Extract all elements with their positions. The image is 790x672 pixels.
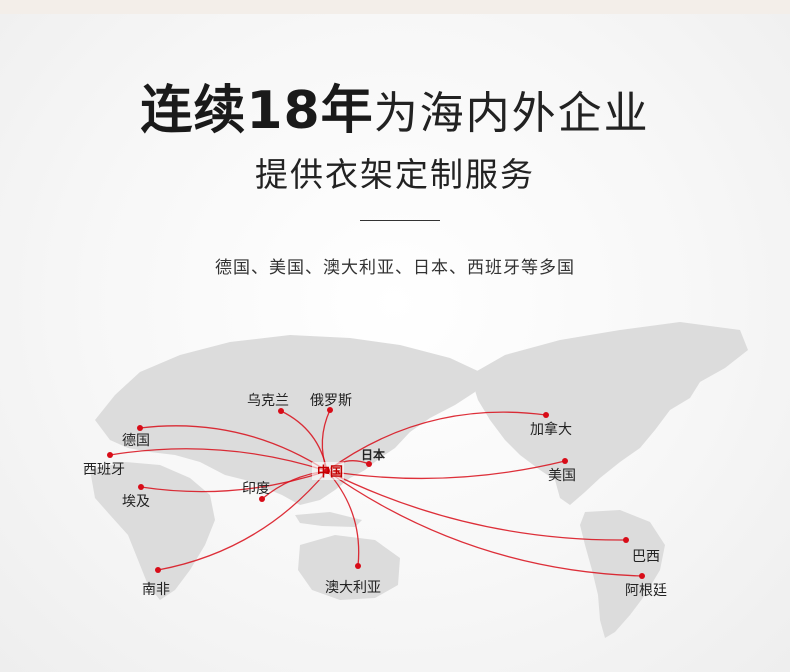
dest-dot	[327, 407, 333, 413]
dest-label: 南非	[142, 582, 170, 598]
dest-australia: 澳大利亚	[325, 563, 381, 596]
eurasia-shape	[95, 335, 480, 505]
south-america-shape	[580, 510, 665, 638]
dest-dot	[278, 408, 284, 414]
dest-label: 日本	[361, 447, 385, 462]
dest-label: 德国	[122, 433, 150, 449]
route-line	[326, 470, 627, 541]
subtitle: 提供衣架定制服务	[255, 155, 535, 194]
route-line	[139, 425, 328, 472]
dest-label: 俄罗斯	[310, 393, 352, 409]
continents	[90, 322, 748, 638]
dest-label: 阿根廷	[625, 583, 667, 599]
dest-canada: 加拿大	[530, 412, 572, 438]
dest-spain: 西班牙	[83, 452, 125, 478]
top-strip	[0, 0, 790, 14]
dest-usa: 美国	[548, 458, 576, 484]
dest-label: 埃及	[122, 494, 150, 510]
dest-japan: 日本	[361, 447, 385, 467]
dest-russia: 俄罗斯	[310, 393, 352, 413]
dest-germany: 德国	[122, 425, 150, 449]
dest-india: 印度	[242, 481, 270, 502]
route-line	[326, 411, 547, 472]
dest-label: 美国	[548, 468, 576, 484]
dest-dot	[623, 537, 629, 543]
dest-dot	[259, 496, 265, 502]
headline: 连续18年为海内外企业	[0, 68, 790, 143]
dest-dot	[137, 425, 143, 431]
route-line	[157, 470, 328, 571]
countries-line: 德国、美国、澳大利亚、日本、西班牙等多国	[215, 258, 575, 278]
indonesia-shape	[295, 512, 362, 527]
dest-dot	[639, 573, 645, 579]
dest-dot	[562, 458, 568, 464]
dest-south-africa: 南非	[142, 567, 170, 598]
dest-label: 加拿大	[530, 421, 572, 438]
greenland-shape	[620, 326, 690, 362]
australia-shape	[298, 535, 400, 600]
divider	[360, 220, 440, 221]
dest-label: 西班牙	[83, 462, 125, 478]
dest-label: 乌克兰	[247, 393, 289, 409]
dest-label: 印度	[242, 481, 270, 497]
dest-dot	[155, 567, 161, 573]
route-line	[109, 448, 328, 472]
dest-dot	[366, 461, 372, 467]
dest-dot	[107, 452, 113, 458]
dest-egypt: 埃及	[122, 484, 150, 510]
dest-dot	[355, 563, 361, 569]
dest-brazil: 巴西	[623, 537, 660, 565]
route-line	[140, 470, 328, 493]
dest-dot	[138, 484, 144, 490]
headline-bold: 连续18年	[140, 81, 374, 141]
dest-argentina: 阿根廷	[625, 573, 667, 599]
africa-shape	[90, 462, 215, 600]
dest-label: 巴西	[632, 549, 660, 565]
route-lines	[109, 409, 643, 577]
route-line	[326, 460, 566, 480]
dest-label: 澳大利亚	[325, 580, 381, 596]
dest-ukraine: 乌克兰	[247, 393, 289, 414]
route-line	[326, 470, 643, 577]
origin-marker: 中国	[312, 462, 344, 480]
origin-dot	[324, 468, 330, 474]
dest-dot	[543, 412, 549, 418]
north-america-shape	[470, 322, 748, 505]
origin-label: 中国	[317, 464, 343, 480]
headline-light: 为海内外企业	[373, 88, 650, 139]
